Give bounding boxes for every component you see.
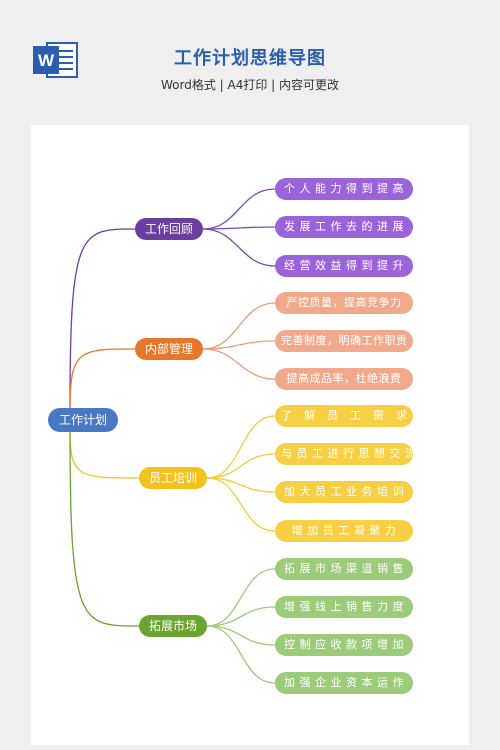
header: W 工作计划思维导图 Word格式 | A4打印 | 内容可更改 xyxy=(0,0,500,120)
branch-leaf-connector xyxy=(202,228,276,267)
root-branch-connector xyxy=(69,431,140,627)
branch-leaf-connector xyxy=(206,415,276,479)
branch-leaf-connector xyxy=(206,477,276,532)
branch-leaf-connector xyxy=(206,477,276,493)
root-node[interactable]: 工作计划 xyxy=(48,408,118,432)
root-branch-connector xyxy=(69,431,140,479)
branch-node[interactable]: 内部管理 xyxy=(135,338,203,360)
branch-leaf-connector xyxy=(206,568,276,627)
branch-leaf-connector xyxy=(206,625,276,684)
branch-node[interactable]: 员工培训 xyxy=(139,467,207,489)
branch-leaf-connector xyxy=(202,348,276,380)
branch-leaf-connector xyxy=(202,226,276,230)
leaf-node[interactable]: 与 员 工 进 行 思 想 交 流 xyxy=(275,443,413,465)
branch-leaf-connector xyxy=(202,188,276,230)
root-branch-connector xyxy=(69,228,136,409)
word-icon: W xyxy=(33,42,78,78)
leaf-node[interactable]: 完善制度，明确工作职责 xyxy=(275,330,413,352)
leaf-node[interactable]: 增 强 线 上 销 售 力 度 xyxy=(275,596,413,618)
leaf-node[interactable]: 拓 展 市 场 渠 道 销 售 xyxy=(275,558,413,580)
page-subtitle: Word格式 | A4打印 | 内容可更改 xyxy=(160,78,340,92)
branch-node[interactable]: 拓展市场 xyxy=(139,615,207,637)
branch-leaf-connector xyxy=(206,606,276,627)
page-title: 工作计划思维导图 xyxy=(174,48,326,69)
leaf-node[interactable]: 严控质量，提高竞争力 xyxy=(275,292,413,314)
svg-text:W: W xyxy=(38,51,55,70)
branch-leaf-connector xyxy=(202,302,276,350)
branch-leaf-connector xyxy=(206,453,276,479)
leaf-node[interactable]: 加 大 员 工 业 务 培 训 xyxy=(275,481,413,503)
leaf-node[interactable]: 控 制 应 收 款 项 增 加 xyxy=(275,634,413,656)
leaf-node[interactable]: 个 人 能 力 得 到 提 高 xyxy=(275,178,413,200)
leaf-node[interactable]: 了 解 员 工 需 求 xyxy=(275,405,413,427)
leaf-node[interactable]: 提高成品率，杜绝浪费 xyxy=(275,368,413,390)
branch-leaf-connector xyxy=(206,625,276,646)
leaf-node[interactable]: 发 展 工 作 去 的 进 展 xyxy=(275,216,413,238)
leaf-node[interactable]: 经 营 效 益 得 到 提 升 xyxy=(275,255,413,277)
branch-node[interactable]: 工作回顾 xyxy=(135,218,203,240)
root-branch-connector xyxy=(69,348,136,409)
leaf-node[interactable]: 增 加 员 工 凝 聚 力 xyxy=(275,520,413,542)
branch-leaf-connector xyxy=(202,340,276,350)
leaf-node[interactable]: 加 强 企 业 资 本 运 作 xyxy=(275,672,413,694)
